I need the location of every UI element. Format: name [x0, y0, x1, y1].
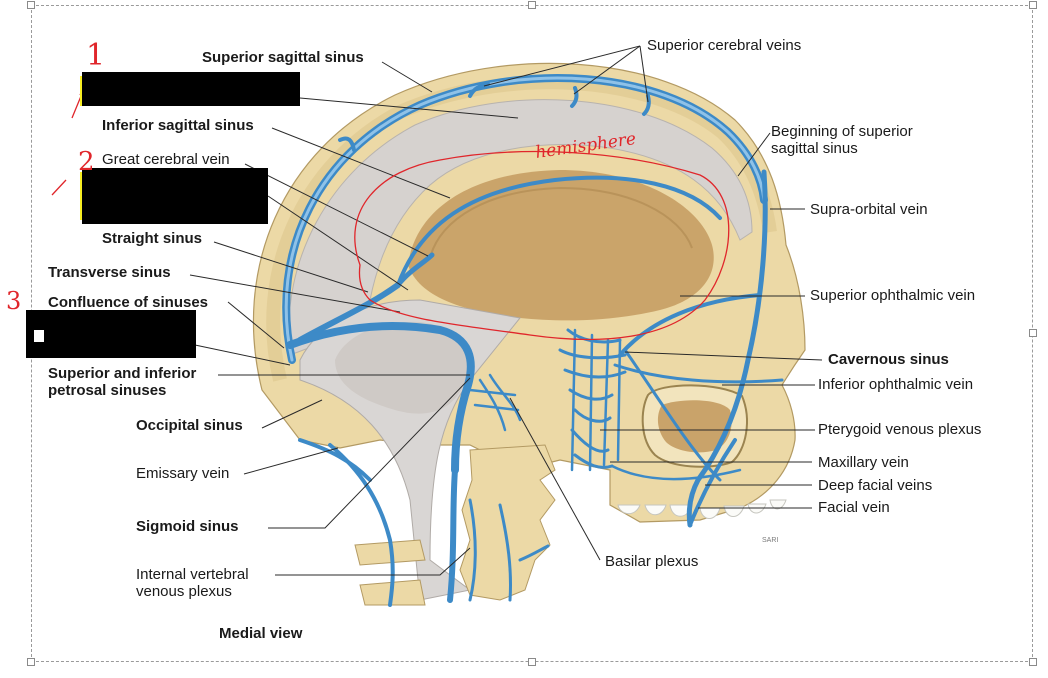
annotation-number-2: 2	[78, 147, 95, 177]
resize-handle-middle-right[interactable]	[1029, 329, 1037, 337]
label-occipital-sinus: Occipital sinus	[136, 417, 243, 434]
annotation-number-3: 3	[6, 287, 22, 315]
inferior-ophthalmic-vessel	[613, 363, 784, 384]
redacted-label-2	[82, 168, 268, 224]
superior-ophthalmic-vessel	[618, 293, 762, 357]
label-facial-vein: Facial vein	[818, 499, 890, 516]
label-straight-sinus: Straight sinus	[102, 230, 203, 247]
cranial-cavity	[408, 170, 714, 321]
redacted-label-1	[82, 72, 300, 106]
label-cavernous-sinus: Cavernous sinus	[828, 351, 949, 368]
label-pterygoid-venous-plexus: Pterygoid venous plexus	[818, 421, 982, 438]
resize-handle-top-middle[interactable]	[528, 1, 536, 9]
sigmoid-sinus-vessel	[447, 467, 458, 603]
label-great-cerebral-vein: Great cerebral vein	[102, 151, 230, 168]
transverse-sinus-vessel	[286, 322, 475, 474]
inferior-sagittal-sinus-vessel	[396, 175, 722, 287]
straight-sinus-vessel	[297, 282, 401, 343]
redaction-white-mark	[34, 330, 44, 342]
great-cerebral-vein-vessel	[395, 252, 435, 288]
label-transverse-sinus: Transverse sinus	[48, 264, 171, 281]
artist-signature: SARI	[762, 537, 778, 544]
label-petrosal-sinuses-line1: Superior and inferior	[48, 365, 197, 382]
supra-orbital-vessel	[686, 169, 768, 528]
label-maxillary-vein: Maxillary vein	[818, 454, 909, 471]
resize-handle-bottom-left[interactable]	[27, 658, 35, 666]
resize-handle-bottom-right[interactable]	[1029, 658, 1037, 666]
cervical-vertebrae	[459, 444, 556, 601]
label-superior-ophthalmic-vein: Superior ophthalmic vein	[810, 287, 976, 304]
emissary-vessel	[328, 443, 395, 607]
label-confluence-of-sinuses: Confluence of sinuses	[48, 294, 209, 311]
resize-handle-top-left[interactable]	[27, 1, 35, 9]
superior-cerebral-vein-1	[468, 82, 490, 98]
arrow-annotation-2	[51, 179, 67, 196]
label-emissary-vein: Emissary vein	[136, 465, 230, 482]
facial-vessel	[688, 438, 737, 527]
label-deep-facial-veins: Deep facial veins	[818, 477, 933, 494]
superior-cerebral-vein-2	[570, 86, 579, 108]
label-supra-orbital-vein: Supra-orbital vein	[810, 201, 928, 218]
resize-handle-bottom-middle[interactable]	[528, 658, 536, 666]
occipital-vessel	[298, 438, 372, 482]
hemisphere-outline-annotation	[354, 150, 730, 341]
label-beginning-superior-sagittal-sinus-line1: Beginning of superior	[771, 123, 913, 140]
label-internal-vertebral-venous-plexus-line2: venous plexus	[136, 583, 232, 600]
superior-cerebral-vein-3	[642, 94, 651, 116]
leader-lines	[189, 45, 823, 576]
resize-handle-top-right[interactable]	[1029, 1, 1037, 9]
label-sigmoid-sinus: Sigmoid sinus	[136, 518, 239, 535]
label-internal-vertebral-venous-plexus-line1: Internal vertebral	[136, 566, 249, 583]
annotation-number-1: 1	[86, 38, 106, 73]
label-petrosal-sinuses-line2: petrosal sinuses	[48, 382, 167, 399]
label-beginning-superior-sagittal-sinus-line2: sagittal sinus	[771, 140, 858, 157]
falx-cerebri	[288, 99, 753, 356]
teeth	[617, 499, 787, 519]
label-inferior-ophthalmic-vein: Inferior ophthalmic vein	[818, 376, 974, 393]
label-basilar-plexus: Basilar plexus	[605, 553, 699, 570]
label-inferior-sagittal-sinus: Inferior sagittal sinus	[102, 117, 254, 134]
label-superior-sagittal-sinus: Superior sagittal sinus	[202, 49, 364, 66]
label-medial-view: Medial view	[219, 625, 303, 642]
redacted-label-3	[26, 310, 196, 358]
label-superior-cerebral-veins: Superior cerebral veins	[647, 37, 802, 54]
